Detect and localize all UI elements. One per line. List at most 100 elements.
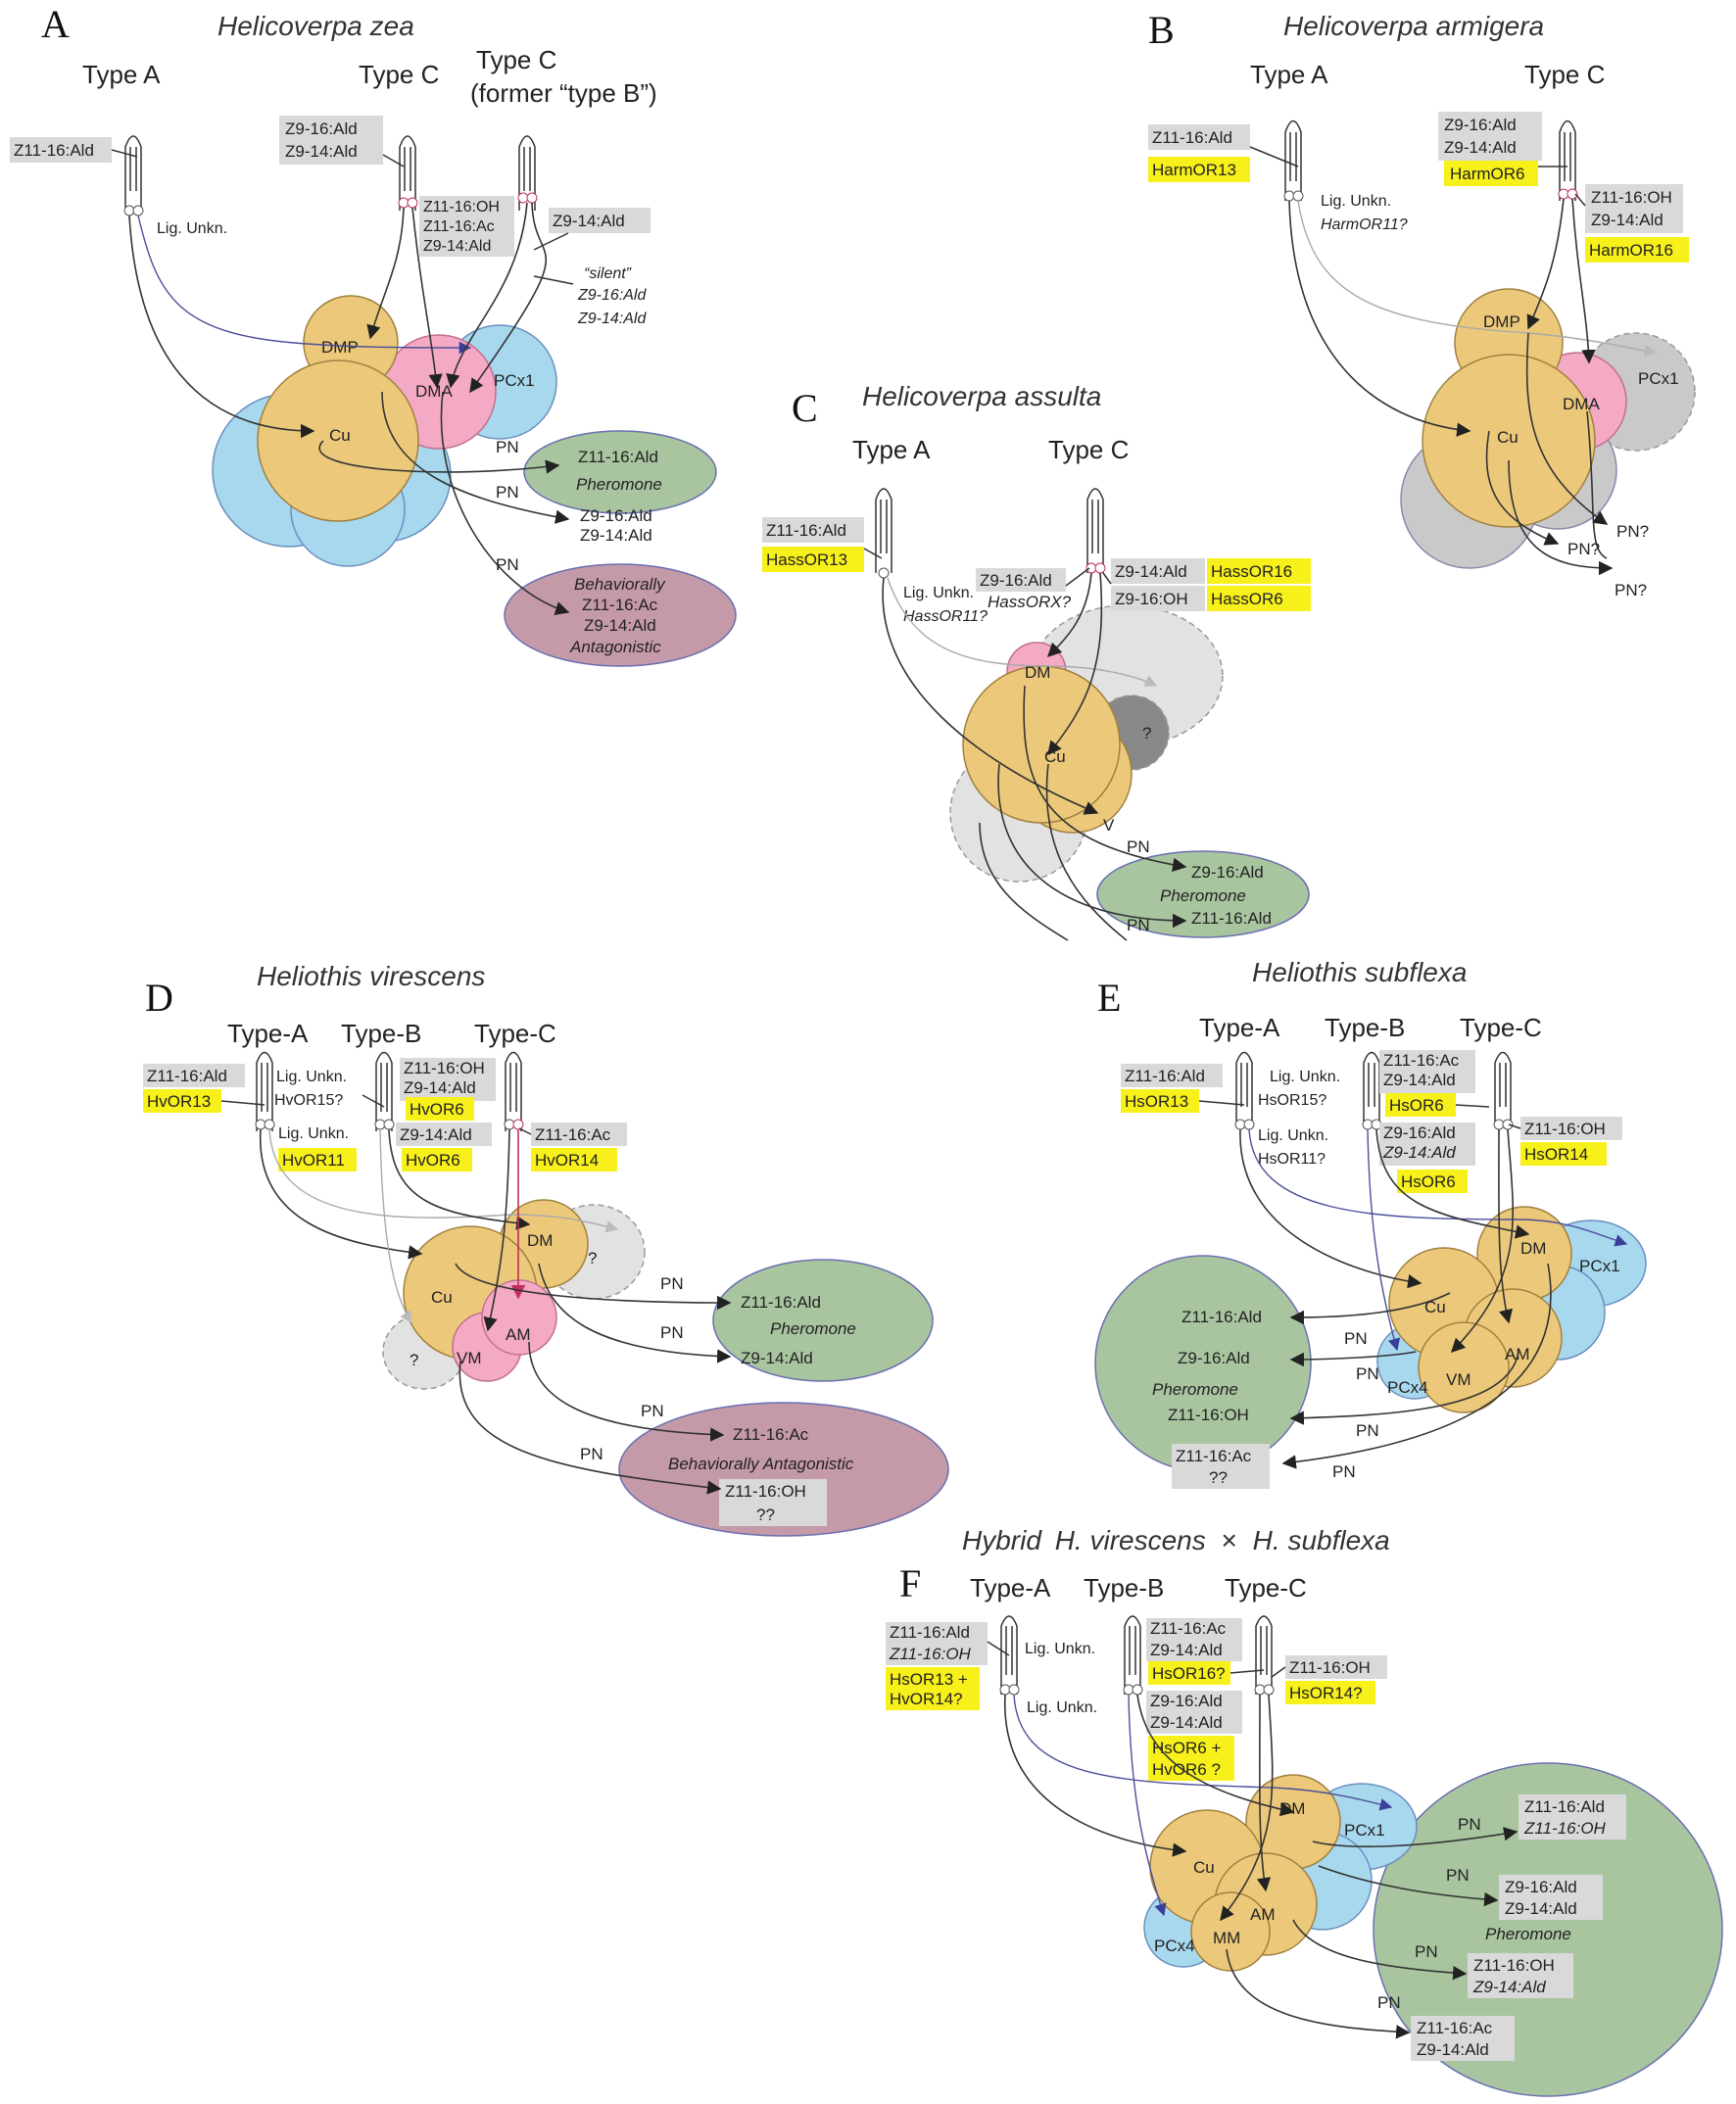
ligand-unknown: Lig. Unkn. [903, 585, 974, 601]
ligand-chip-text: Z11-16:OH [423, 199, 500, 215]
pn-axon [1289, 1292, 1451, 1325]
pheromone-target [1373, 1762, 1723, 2097]
target-label: ?? [1209, 1468, 1228, 1487]
receptor-chip [1148, 157, 1250, 182]
ligand-chip-text: Z11-16:Ald [766, 521, 846, 540]
axon [1248, 1128, 1628, 1247]
glomerulus-label: Cu [1044, 747, 1066, 766]
glomerulus-label: VM [1446, 1370, 1471, 1389]
ligand-unknown: Lig. Unkn. [1321, 193, 1391, 210]
sensillum [1564, 132, 1571, 181]
receptor-chip [886, 1667, 980, 1710]
receptor-chip [1585, 237, 1689, 263]
ligand-unknown: HsOR11? [1258, 1151, 1326, 1168]
receptor-chip-text: HassOR13 [766, 550, 847, 569]
hybrid-title-cross: × [1222, 1525, 1237, 1555]
receptor-chip-text: HvOR14? [890, 1690, 963, 1708]
axon [1047, 572, 1103, 756]
ligand-chip [396, 1123, 492, 1146]
pn-axon [538, 1263, 732, 1363]
receptor-chip-text: HvOR6 [406, 1151, 460, 1170]
panel-f: F Hybrid H. virescens × H. subflexa Type… [886, 1525, 1723, 2097]
axon [483, 1128, 510, 1332]
ligand-chip [1379, 1050, 1475, 1093]
panel-a: A Helicoverpa zea Type A Type C Type C (… [10, 2, 737, 667]
axon [1571, 198, 1596, 364]
target-label: Z9-14:Ald [741, 1349, 813, 1367]
receptor-chip-text: HsOR13 [1125, 1092, 1188, 1111]
glomerulus-label: DM [527, 1231, 553, 1250]
type-label: Type C [359, 60, 439, 89]
ligand-chip-text: Z9-16:OH [1115, 590, 1188, 608]
ligand-chip [1121, 1064, 1223, 1087]
pn-label: PN [1127, 916, 1150, 934]
axon [1128, 1694, 1167, 1917]
sensillum [124, 135, 142, 211]
pn-axon [1318, 1865, 1499, 1907]
pn-axon [1485, 430, 1560, 546]
glomerulus-label: AM [1250, 1905, 1276, 1924]
ligand-chip-text: Z9-16:Ald [980, 571, 1052, 590]
receptor-chip [278, 1148, 357, 1172]
pn-label: PN [660, 1323, 684, 1342]
chip-connector [220, 1100, 265, 1106]
axon [469, 202, 548, 394]
neuron [132, 205, 144, 216]
receptor-chip [762, 547, 864, 572]
ligand-chip-text: Z11-16:Ald [1125, 1067, 1205, 1085]
target-label: Z11-16:OH [1168, 1406, 1249, 1424]
type-label: Type-A [1199, 1013, 1280, 1042]
ligand-chip [762, 517, 864, 543]
sensillum [129, 147, 137, 191]
glomerulus-cu [1422, 354, 1596, 528]
ligand-chip [1438, 112, 1542, 161]
receptor-chip-text: HarmOR13 [1152, 161, 1236, 179]
pn-label: PN? [1616, 522, 1649, 541]
target-label: Antagonistic [569, 638, 661, 656]
glomerulus-label: V [1103, 816, 1115, 835]
neuron [526, 192, 538, 204]
hybrid-title-species: H. virescens [1055, 1525, 1206, 1555]
chip-connector [1249, 146, 1299, 167]
chip-connector [533, 275, 574, 285]
ligand-chip [1146, 1618, 1242, 1661]
ligand-chip-text: Z9-14:Ald [1150, 1713, 1223, 1732]
target-label: Z9-14:Ald [584, 616, 656, 635]
panel-letter: D [145, 976, 173, 1020]
axon [268, 1128, 619, 1233]
chip-connector [863, 548, 883, 559]
type-label: Type-B [1084, 1573, 1164, 1602]
target-label: Z11-16:Ald [1524, 1797, 1605, 1816]
species-title: Helicoverpa zea [217, 11, 414, 41]
ligand-chip-text: Z11-16:OH [1591, 188, 1672, 207]
receptor-chip [402, 1148, 472, 1172]
pn-label: PN [1377, 1993, 1401, 2012]
axon [260, 1128, 423, 1260]
panel-letter: A [41, 2, 70, 46]
axon [1046, 572, 1092, 658]
silent-label: Z9-14:Ald [577, 311, 647, 327]
ligand-unknown: Lig. Unkn. [1027, 1699, 1097, 1716]
sensillum [518, 135, 536, 211]
sensillum [1005, 1626, 1013, 1675]
glomerulus-label: VM [457, 1349, 482, 1367]
type-label: Type-A [970, 1573, 1051, 1602]
chip-connector [1065, 567, 1090, 587]
receptor-chip [1444, 161, 1538, 186]
pn-axon [1226, 1948, 1411, 2039]
glomerulus-label: DM [1520, 1239, 1546, 1258]
receptor-chip-text: HsOR13 + [890, 1670, 968, 1689]
ligand-chip [400, 1058, 496, 1101]
target-label: ?? [756, 1506, 775, 1524]
axon [1004, 1694, 1187, 1857]
ligand-chip-text: Z11-16:Ac [535, 1125, 611, 1144]
ligand-chip [1146, 1691, 1242, 1734]
panel-letter: B [1148, 8, 1175, 52]
ligand-chip [1111, 558, 1205, 584]
axon [1450, 1128, 1515, 1354]
receptor-chip-text: HsOR14? [1289, 1684, 1363, 1702]
glomerulus-label: DM [1025, 663, 1050, 682]
type-label: Type-B [1325, 1013, 1405, 1042]
target-label: Z9-14:Ald [1472, 1978, 1546, 1996]
target-label: Z11-16:OH [1523, 1819, 1607, 1838]
